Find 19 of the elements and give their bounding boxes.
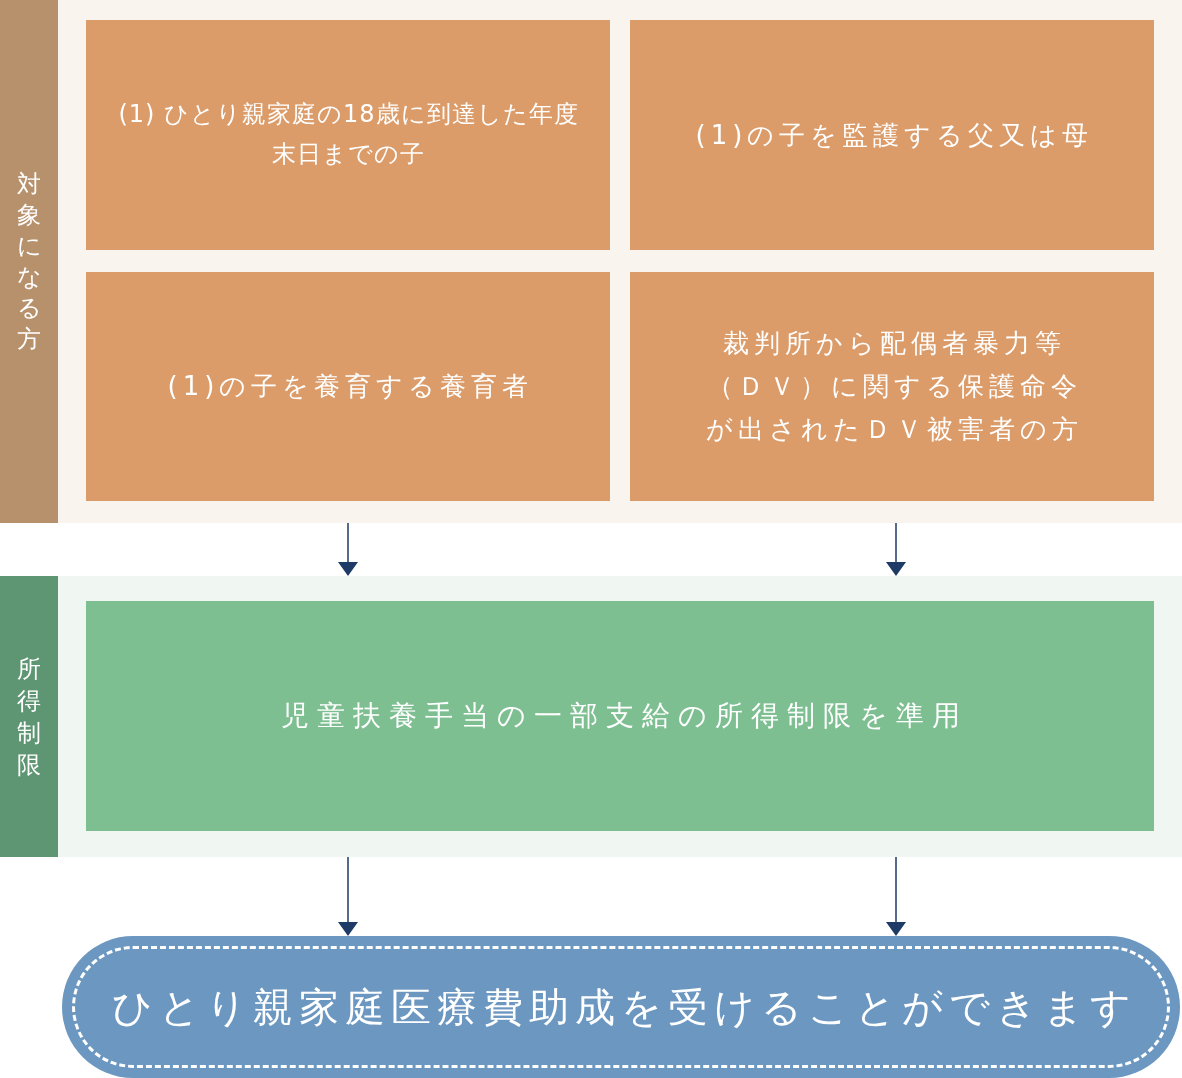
card-text: 児童扶養手当の一部支給の所得制限を準用 (280, 697, 968, 734)
card-text: (1)の子を養育する養育者 (167, 370, 534, 404)
card-text: (1) ひとり親家庭の18歳に到達した年度末日までの子 (117, 99, 580, 170)
card-text: 裁判所から配偶者暴力等（ＤＶ）に関する保護命令が出されたＤＶ被害者の方 (705, 327, 1084, 446)
info-card (86, 20, 610, 250)
info-card (86, 601, 1154, 831)
card-text: (1)の子を監護する父又は母 (695, 118, 1094, 152)
arrow (338, 522, 358, 576)
arrow (338, 856, 358, 936)
info-card (86, 272, 610, 501)
arrow (886, 522, 906, 576)
section-label: 所得制限 (17, 653, 41, 781)
info-card (630, 272, 1154, 501)
section-panel (0, 576, 1182, 857)
section-panel (0, 0, 1182, 523)
section-label: 対象になる方 (17, 168, 41, 355)
info-card (630, 20, 1154, 250)
arrow (886, 856, 906, 936)
banner-text: ひとり親家庭医療費助成を受けることができます (111, 983, 1137, 1032)
